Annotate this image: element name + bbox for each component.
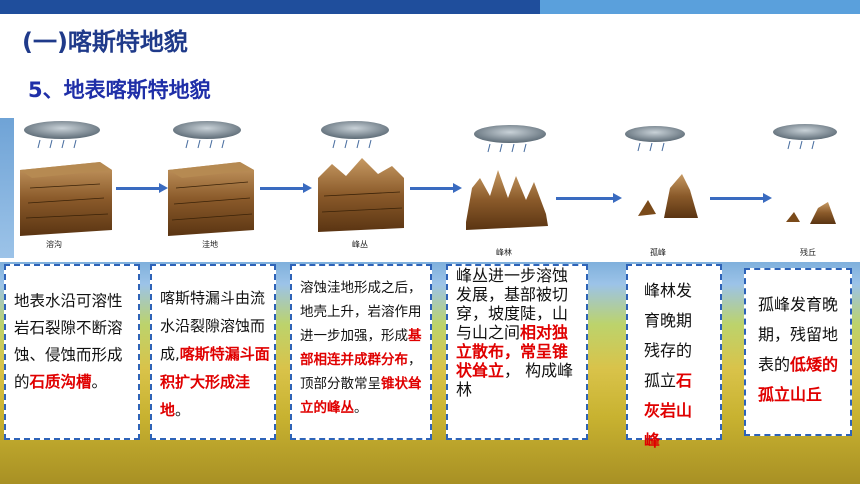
section-subtitle: 5、地表喀斯特地貌 xyxy=(28,78,211,102)
box-text: 喀斯特漏斗由流水沿裂隙溶蚀而成, xyxy=(160,289,266,363)
box-highlight-2: 锥状耸立的峰丛 xyxy=(300,376,422,416)
box-text: 溶蚀洼地形成之后，地壳上升，岩溶作用进一步加强，形成 xyxy=(300,280,422,344)
arrow-right-icon xyxy=(710,193,772,203)
stage-label: 残丘 xyxy=(800,248,816,257)
stage-label: 洼地 xyxy=(202,240,218,249)
arrow-right-icon xyxy=(410,183,462,193)
arrow-right-icon xyxy=(260,183,312,193)
box-highlight: 相对独立散布，常呈锥状耸立 xyxy=(456,323,569,380)
box-highlight: 石质沟槽 xyxy=(29,373,92,391)
stage-2-block xyxy=(168,162,254,236)
rain-cloud-icon xyxy=(321,121,389,149)
stage-label: 溶沟 xyxy=(46,240,62,249)
description-box-4: 峰丛进一步溶蚀发展，基部被切穿，坡度陡，山与山之间相对独立散布，常呈锥状耸立， … xyxy=(446,264,588,440)
stage-1-block xyxy=(20,162,112,236)
sky-strip xyxy=(0,118,14,258)
box-text: 峰林发育晚期残存的孤立 xyxy=(644,281,693,390)
stage-label: 峰林 xyxy=(496,248,512,257)
rain-cloud-icon xyxy=(474,125,546,153)
description-box-3: 溶蚀洼地形成之后，地壳上升，岩溶作用进一步加强，形成基部相连并成群分布，顶部分散… xyxy=(290,264,432,440)
box-highlight: 石灰岩山峰 xyxy=(644,371,693,450)
description-box-6: 孤峰发育晚期，残留地表的低矮的孤立山丘 xyxy=(744,268,852,436)
box-tail: 。 xyxy=(354,400,368,416)
stage-6-block xyxy=(786,202,836,224)
top-banner xyxy=(0,0,860,14)
rain-cloud-icon xyxy=(24,121,100,149)
page-title: (一)喀斯特地貌 xyxy=(22,28,188,56)
arrow-right-icon xyxy=(556,193,622,203)
box-highlight: 喀斯特漏斗面积扩大形成洼地 xyxy=(160,345,270,419)
description-box-1: 地表水沿可溶性岩石裂隙不断溶蚀、侵蚀而形成的石质沟槽。 xyxy=(4,264,140,440)
box-mid: ，顶部分散常呈 xyxy=(300,352,422,392)
description-box-5: 峰林发育晚期残存的孤立石灰岩山峰 xyxy=(626,264,722,450)
stage-4-block xyxy=(466,170,548,230)
karst-stages-illustration xyxy=(20,121,837,236)
stage-5-block xyxy=(638,174,698,218)
box-tail: 。 xyxy=(91,373,108,391)
stage-label: 峰丛 xyxy=(352,240,368,249)
box-tail: ， 构成峰林 xyxy=(456,361,574,399)
arrow-right-icon xyxy=(116,183,168,193)
stage-3-block xyxy=(318,158,404,232)
box-highlight: 基部相连并成群分布 xyxy=(300,328,422,368)
box-text: 地表水沿可溶性岩石裂隙不断溶蚀、侵蚀而形成的 xyxy=(14,292,123,391)
stage-label: 孤峰 xyxy=(650,248,666,257)
description-box-2: 喀斯特漏斗由流水沿裂隙溶蚀而成,喀斯特漏斗面积扩大形成洼地。 xyxy=(150,264,276,440)
rain-cloud-icon xyxy=(173,121,241,149)
box-highlight: 低矮的孤立山丘 xyxy=(758,355,839,404)
box-tail: 。 xyxy=(175,401,191,419)
box-text: 峰丛进一步溶蚀发展，基部被切穿，坡度陡，山与山之间 xyxy=(456,266,569,342)
rain-cloud-icon xyxy=(625,126,685,152)
rain-cloud-icon xyxy=(773,124,837,150)
box-text: 孤峰发育晚期，残留地表的 xyxy=(758,295,839,374)
